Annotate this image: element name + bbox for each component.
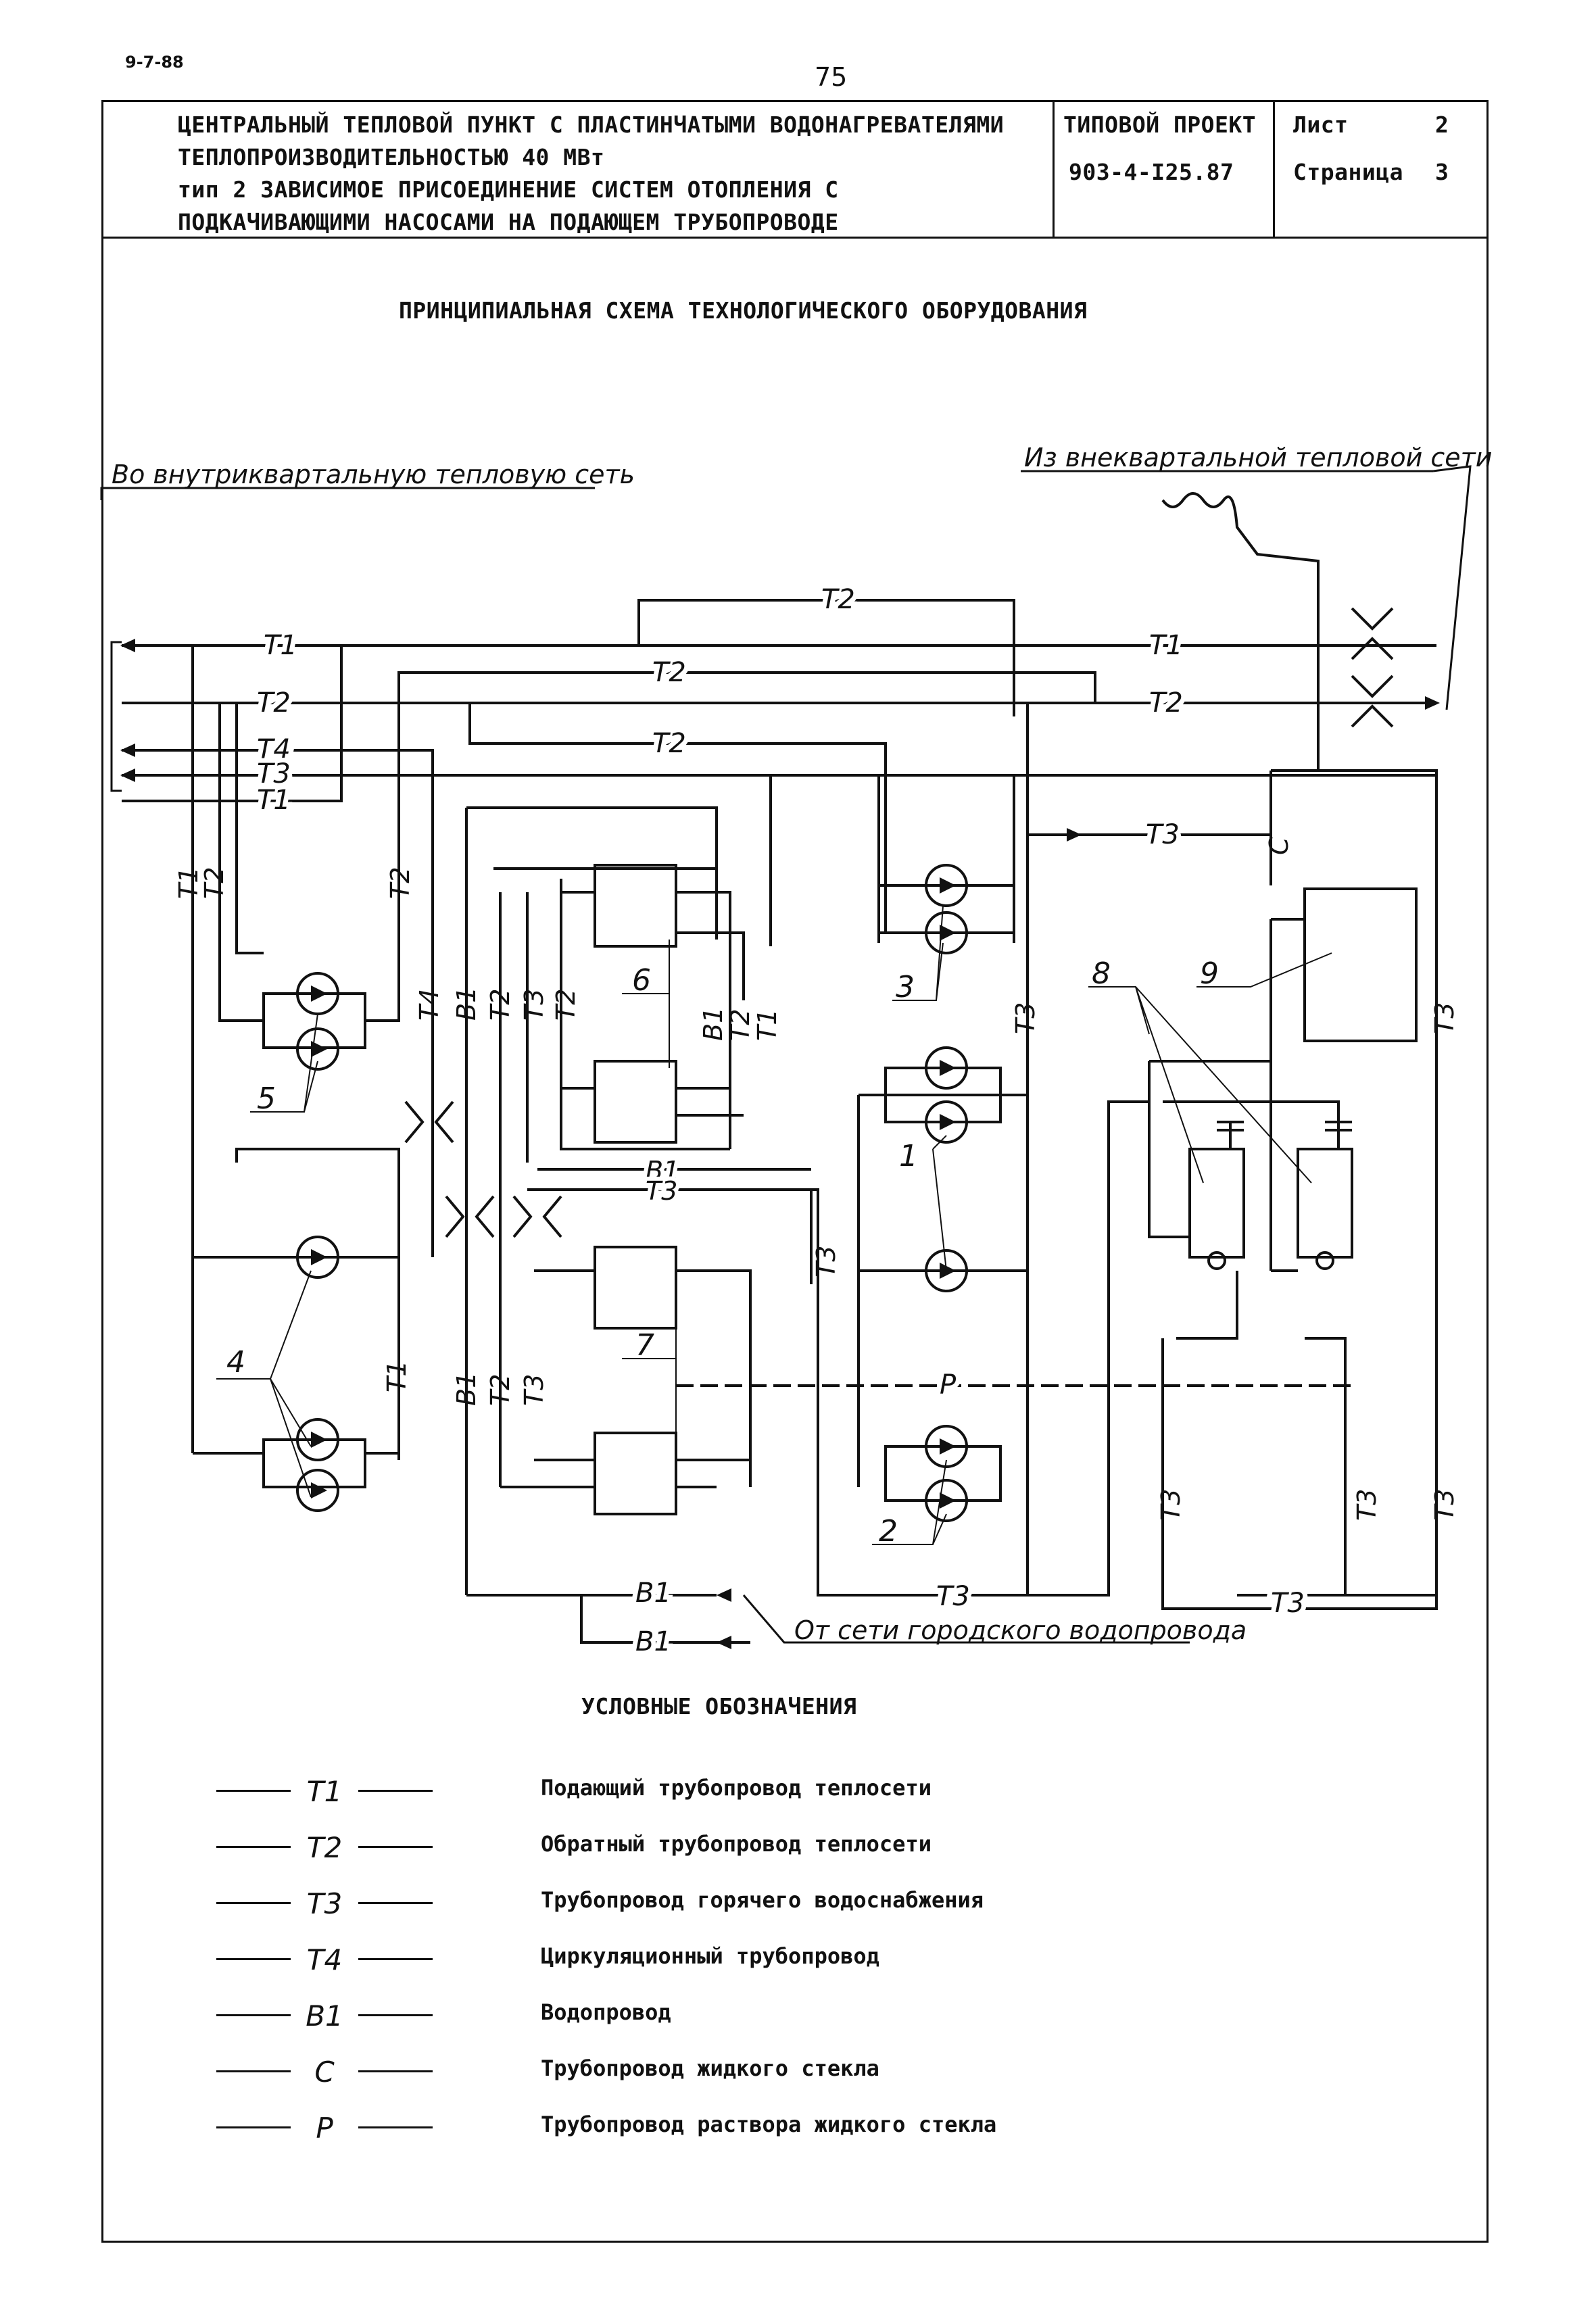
page-value: 3 — [1435, 159, 1449, 185]
legend-code: С — [291, 2055, 358, 2089]
svg-text:Т1: Т1 — [752, 1009, 782, 1041]
legend-text: Циркуляционный трубопровод — [541, 1943, 879, 1969]
svg-text:Т3: Т3 — [519, 1374, 549, 1406]
svg-text:Т1: Т1 — [382, 1361, 412, 1392]
page-label: Страница — [1293, 159, 1403, 185]
svg-text:Т3: Т3 — [1430, 1002, 1459, 1034]
svg-text:6: 6 — [632, 963, 651, 998]
svg-text:9: 9 — [1200, 956, 1219, 991]
svg-text:Т3: Т3 — [646, 1176, 677, 1206]
svg-text:Т2: Т2 — [385, 867, 415, 899]
legend-item: Т2 Обратный трубопровод теплосети — [216, 1827, 1230, 1868]
svg-text:В1: В1 — [452, 1372, 481, 1406]
svg-text:Т2: Т2 — [199, 867, 229, 899]
svg-text:Т2: Т2 — [485, 989, 515, 1021]
to-network-label: Во внутриквартальную тепловую сеть — [112, 460, 635, 489]
sheet-value: 2 — [1435, 112, 1449, 138]
svg-text:Т3: Т3 — [1430, 1489, 1459, 1521]
legend-text: Подающий трубопровод теплосети — [541, 1775, 932, 1801]
svg-text:Т3: Т3 — [811, 1246, 841, 1277]
svg-text:8: 8 — [1092, 956, 1111, 991]
legend-item: В1 Водопровод — [216, 1995, 1230, 2036]
svg-text:В1: В1 — [646, 1156, 679, 1186]
svg-text:Т3: Т3 — [1011, 1002, 1040, 1034]
project-label: ТИПОВОЙ ПРОЕКТ — [1063, 112, 1257, 138]
svg-text:Т2: Т2 — [257, 687, 291, 718]
title-line-4: ПОДКАЧИВАЮЩИМИ НАСОСАМИ НА ПОДАЮЩЕМ ТРУБ… — [178, 209, 839, 235]
svg-text:Т2: Т2 — [1149, 687, 1183, 718]
svg-text:Т1: Т1 — [174, 867, 203, 899]
legend-text: Водопровод — [541, 1999, 671, 2025]
svg-text:Т4: Т4 — [257, 734, 291, 765]
svg-text:2: 2 — [879, 1514, 898, 1549]
svg-text:5: 5 — [257, 1081, 276, 1116]
svg-text:В1: В1 — [635, 1626, 671, 1657]
page-number: 75 — [815, 62, 848, 92]
title-line-1: ЦЕНТРАЛЬНЫЙ ТЕПЛОВОЙ ПУНКТ С ПЛАСТИНЧАТЫ… — [178, 112, 1005, 138]
svg-text:Т2: Т2 — [652, 728, 686, 759]
legend-text: Трубопровод жидкого стекла — [541, 2055, 879, 2081]
legend-item: Т1 Подающий трубопровод теплосети — [216, 1771, 1230, 1811]
svg-text:4: 4 — [226, 1345, 245, 1380]
legend-code: В1 — [291, 1999, 358, 2032]
diagram-title: ПРИНЦИПИАЛЬНАЯ СХЕМА ТЕХНОЛОГИЧЕСКОГО ОБ… — [399, 297, 1088, 324]
legend-code: Р — [291, 2112, 358, 2145]
title-line-3: тип 2 ЗАВИСИМОЕ ПРИСОЕДИНЕНИЕ СИСТЕМ ОТО… — [178, 176, 839, 203]
legend-item: С Трубопровод жидкого стекла — [216, 2051, 1230, 2092]
svg-text:В1: В1 — [452, 987, 481, 1021]
svg-text:1: 1 — [899, 1139, 918, 1173]
svg-text:3: 3 — [896, 970, 915, 1004]
legend-code: Т1 — [291, 1775, 358, 1808]
title-line-2: ТЕПЛОПРОИЗВОДИТЕЛЬНОСТЬЮ 40 МВт — [178, 144, 605, 170]
svg-text:7: 7 — [635, 1328, 654, 1363]
svg-text:В1: В1 — [698, 1007, 728, 1041]
title-block: ЦЕНТРАЛЬНЫЙ ТЕПЛОВОЙ ПУНКТ С ПЛАСТИНЧАТЫ… — [101, 100, 1489, 239]
legend-text: Трубопровод горячего водоснабжения — [541, 1887, 984, 1913]
legend-title: УСЛОВНЫЕ ОБОЗНАЧЕНИЯ — [581, 1693, 857, 1720]
svg-text:Т2: Т2 — [821, 584, 855, 615]
svg-text:Т1: Т1 — [1149, 630, 1183, 661]
svg-text:Р: Р — [940, 1369, 957, 1400]
svg-text:Т2: Т2 — [485, 1374, 515, 1406]
title-divider-2 — [1273, 102, 1275, 237]
svg-text:Т3: Т3 — [519, 989, 549, 1021]
svg-text:Т3: Т3 — [1146, 819, 1180, 850]
svg-text:Т2: Т2 — [725, 1009, 755, 1041]
svg-text:Т3: Т3 — [257, 758, 291, 789]
svg-text:Т2: Т2 — [551, 989, 581, 1021]
from-water-label: От сети городского водопровода — [794, 1615, 1247, 1645]
svg-text:С: С — [1264, 837, 1294, 855]
legend-item: Р Трубопровод раствора жидкого стекла — [216, 2107, 1230, 2148]
svg-text:Т3: Т3 — [1352, 1489, 1382, 1521]
svg-text:Т3: Т3 — [936, 1581, 970, 1612]
svg-text:Т3: Т3 — [1156, 1489, 1186, 1521]
project-number: 903-4-I25.87 — [1069, 159, 1234, 185]
legend-code: Т4 — [291, 1943, 358, 1976]
legend-code: Т2 — [291, 1831, 358, 1864]
svg-text:Т4: Т4 — [414, 989, 444, 1021]
legend-text: Трубопровод раствора жидкого стекла — [541, 2112, 997, 2137]
legend-item: Т3 Трубопровод горячего водоснабжения — [216, 1883, 1230, 1924]
title-divider-1 — [1053, 102, 1055, 237]
svg-text:Т2: Т2 — [652, 657, 686, 688]
document-code: 9-7-88 — [125, 53, 184, 72]
legend-code: Т3 — [291, 1887, 358, 1920]
legend-text: Обратный трубопровод теплосети — [541, 1831, 932, 1857]
svg-text:Т3: Т3 — [1271, 1588, 1305, 1619]
svg-text:Т1: Т1 — [257, 785, 291, 816]
sheet-label: Лист — [1293, 112, 1349, 138]
svg-text:В1: В1 — [635, 1578, 671, 1609]
from-network-label: Из внеквартальной тепловой сети — [1024, 443, 1492, 472]
svg-text:Т1: Т1 — [264, 630, 297, 661]
legend-item: Т4 Циркуляционный трубопровод — [216, 1939, 1230, 1980]
